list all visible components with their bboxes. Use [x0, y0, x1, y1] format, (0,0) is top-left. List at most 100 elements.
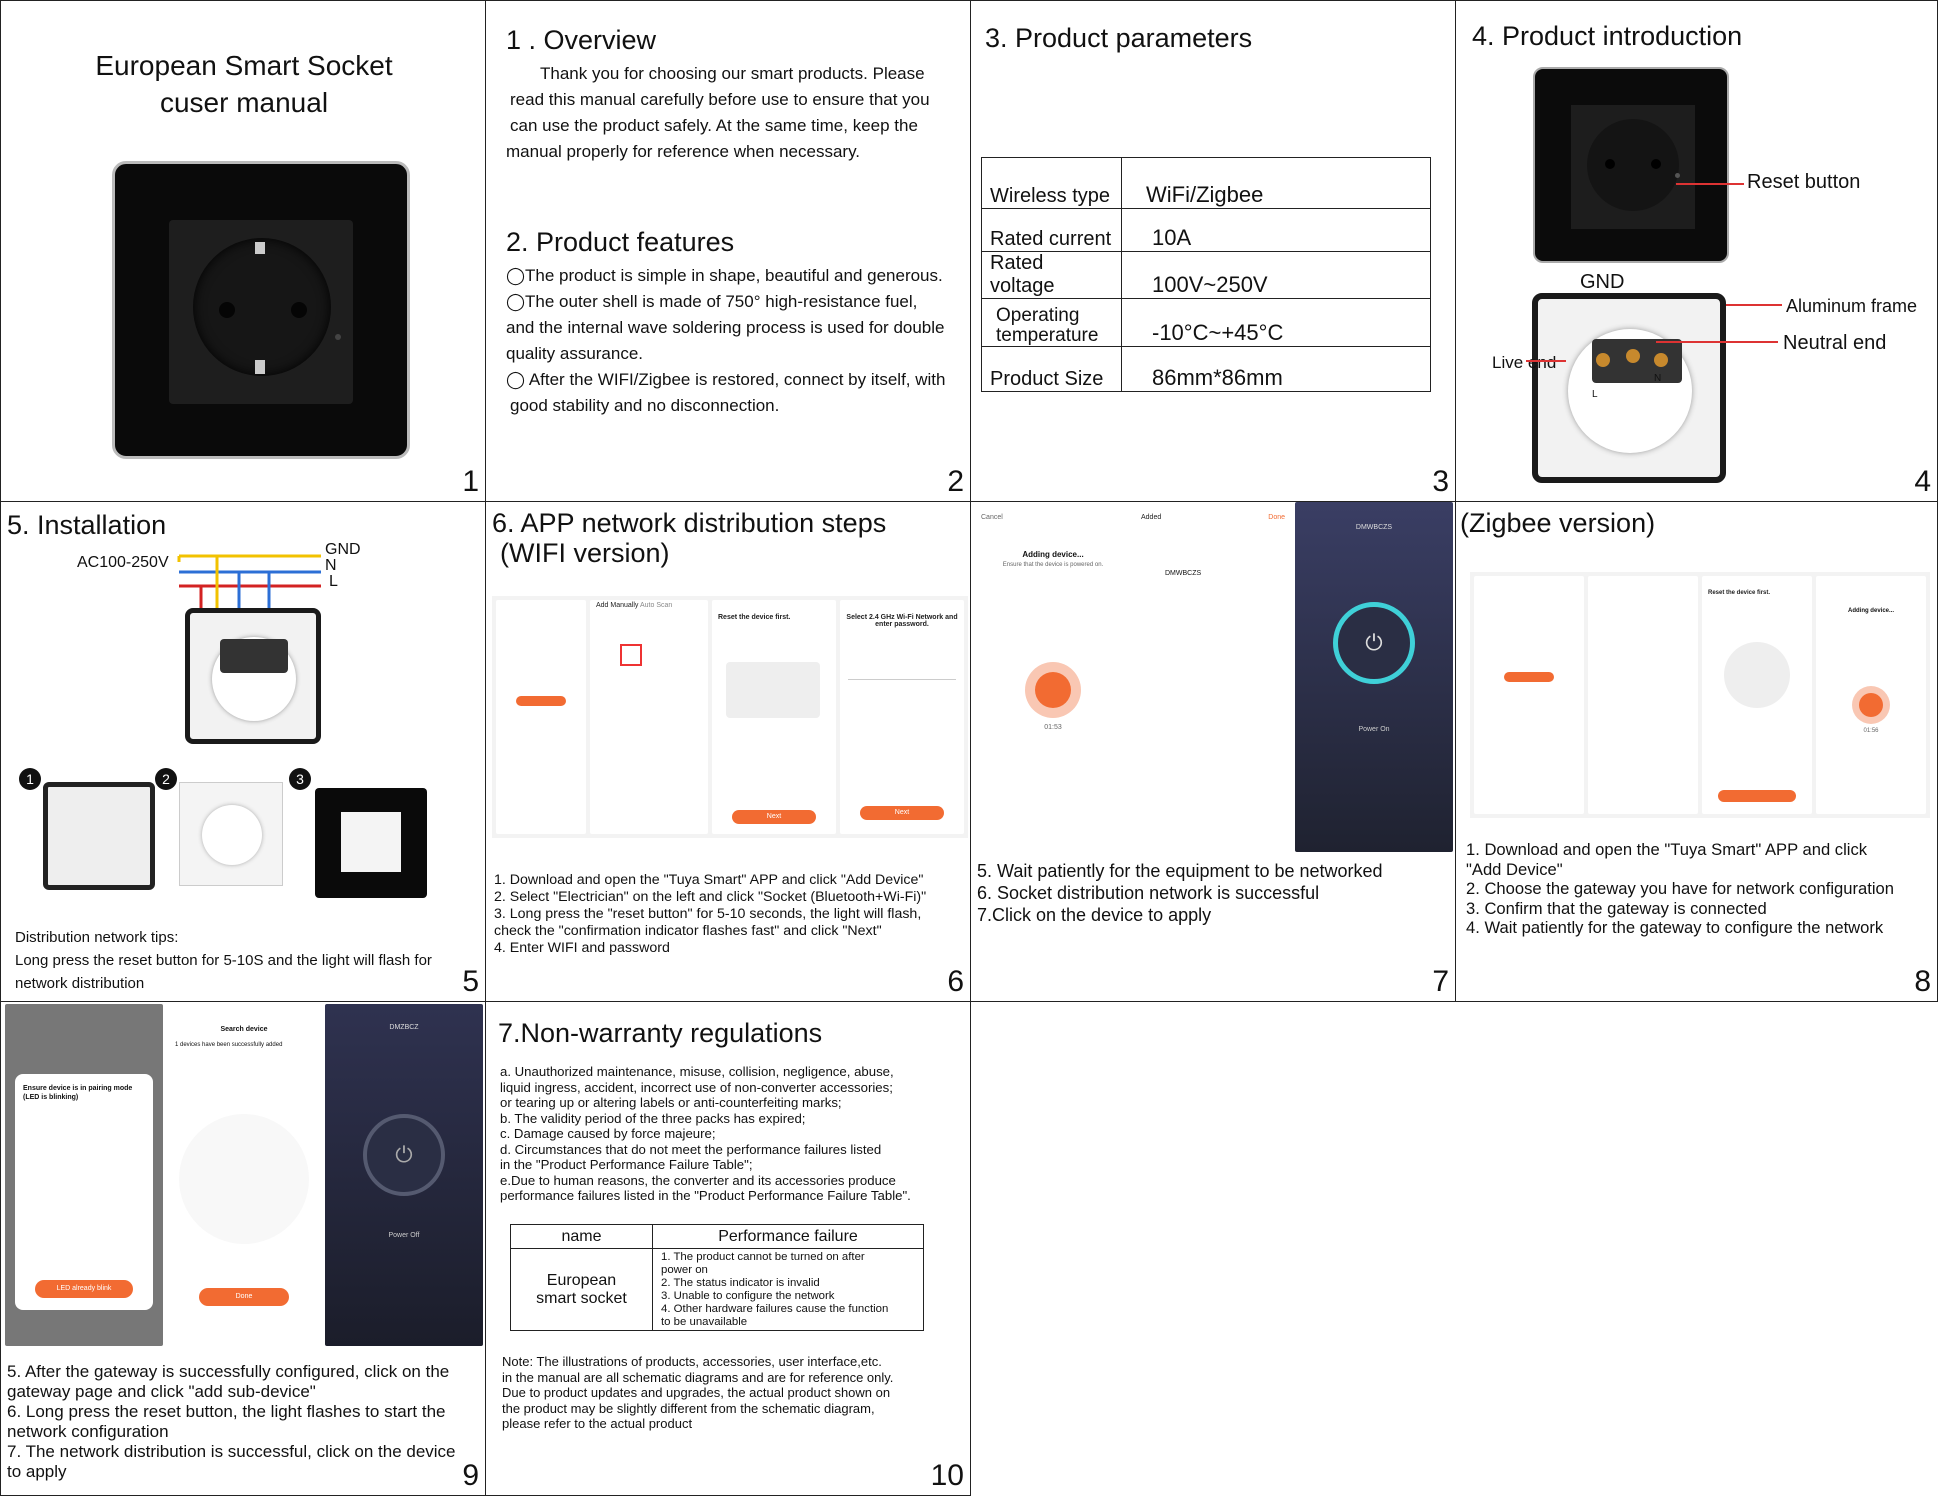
panel-wifi-finish: Cancel Adding device... Ensure that the …	[970, 501, 1456, 1002]
parameters-title: 3. Product parameters	[985, 23, 1253, 53]
panel-installation: 5. Installation AC100-250V GND N L 1 2 3…	[0, 501, 486, 1002]
phone-pairing-mode: Ensure device is in pairing mode (LED is…	[5, 1004, 163, 1346]
neutral-end-label: Neutral end	[1783, 332, 1887, 354]
phone-search: Search device 1 devices have been succes…	[165, 1004, 323, 1346]
pairing-dialog: Ensure device is in pairing mode (LED is…	[15, 1074, 153, 1310]
socket-front-photo	[1533, 67, 1729, 263]
installation-title: 5. Installation	[7, 510, 167, 540]
panel-zigbee-steps: (Zigbee version) Reset the device first.…	[1455, 501, 1938, 1002]
circle-bullet-icon: ◯	[506, 370, 526, 389]
phone-reset: Reset the device first. Next	[712, 600, 836, 834]
power-button[interactable]: ⏻	[363, 1114, 445, 1196]
page-number: 9	[462, 1459, 479, 1492]
tips-text: Distribution network tips: Long press th…	[15, 929, 432, 992]
page-number: 6	[947, 965, 964, 998]
page-number: 4	[1914, 465, 1931, 498]
page-number: 7	[1432, 965, 1449, 998]
app-screenshots-zigbee: Reset the device first. Adding device...…	[1470, 572, 1930, 818]
phone-category: Add Manually Auto Scan	[590, 600, 708, 834]
step-photos: 1 2 3	[19, 752, 439, 898]
app-screenshots-subdevice: Ensure device is in pairing mode (LED is…	[5, 1004, 483, 1346]
overview-title: 1 . Overview	[506, 25, 657, 55]
introduction-title: 4. Product introduction	[1472, 21, 1743, 51]
features-text: ◯The product is simple in shape, beautif…	[506, 266, 946, 415]
wifi-steps-list: 1. Download and open the "Tuya Smart" AP…	[494, 872, 927, 956]
page-number: 5	[462, 965, 479, 998]
table-row: European smart socket 1. The product can…	[510, 1248, 924, 1331]
phone-wifi: Select 2.4 GHz Wi-Fi Network and enter p…	[840, 600, 964, 834]
phone-home	[1474, 576, 1584, 814]
panel-overview: 1 . Overview Thank you for choosing our …	[485, 0, 971, 502]
wire-l-label: L	[329, 573, 338, 590]
add-device-button[interactable]	[1504, 672, 1554, 682]
zigbee-title: (Zigbee version)	[1460, 508, 1656, 538]
app-screenshots-wifi: Add Manually Auto Scan Reset the device …	[492, 596, 968, 838]
phone-power-on: DMWBCZS ⏻ Power On	[1295, 502, 1453, 852]
phone-home	[496, 600, 586, 834]
page-number: 8	[1914, 965, 1931, 998]
warranty-text: a. Unauthorized maintenance, misuse, col…	[500, 1064, 911, 1203]
page-number: 3	[1432, 465, 1449, 498]
led-blink-button[interactable]: LED already blink	[35, 1280, 133, 1298]
power-icon: ⏻	[1365, 630, 1383, 655]
panel-warranty: 7.Non-warranty regulations a. Unauthoriz…	[485, 1001, 971, 1496]
socket-back-photo: L N	[1532, 293, 1726, 483]
panel-cover: European Smart Socket cuser manual 1	[0, 0, 486, 502]
subdevice-steps-list: 5. After the gateway is successfully con…	[7, 1362, 456, 1481]
cover-title: European Smart Socket cuser manual	[95, 50, 393, 118]
page-number: 2	[947, 465, 964, 498]
circle-bullet-icon: ◯	[506, 266, 526, 285]
step-photo-back	[43, 782, 155, 890]
table-row: Operating temperature-10°C~+45°C	[981, 298, 1431, 347]
circle-bullet-icon: ◯	[506, 292, 526, 311]
table-row: name Performance failure	[510, 1224, 924, 1249]
pointer-line	[1676, 183, 1744, 185]
wire-n-label: N	[325, 557, 337, 574]
warranty-title: 7.Non-warranty regulations	[498, 1018, 823, 1048]
next-button[interactable]: Next	[860, 806, 944, 820]
progress-ring	[1852, 686, 1890, 724]
features-title: 2. Product features	[506, 227, 735, 257]
finish-steps-list: 5. Wait patiently for the equipment to b…	[977, 861, 1383, 925]
power-icon: ⏻	[395, 1142, 413, 1167]
step-photo-white	[179, 782, 283, 886]
phone-adding: Adding device... 01:56	[1816, 576, 1926, 814]
reset-button-label: Reset button	[1747, 171, 1861, 193]
done-button[interactable]: Done	[199, 1288, 289, 1306]
wifi-steps-title: 6. APP network distribution steps (WIFI …	[492, 508, 887, 568]
page-number: 1	[462, 465, 479, 498]
phone-reset: Reset the device first.	[1702, 576, 1812, 814]
phone-category	[1588, 576, 1698, 814]
step-badge: 3	[289, 768, 311, 790]
failure-table: name Performance failure European smart …	[510, 1224, 924, 1331]
socket-photo-black	[112, 161, 410, 459]
power-button[interactable]: ⏻	[1333, 602, 1415, 684]
pointer-line	[1726, 304, 1782, 306]
phone-adding: Cancel Adding device... Ensure that the …	[975, 502, 1131, 852]
aluminum-frame-label: Aluminum frame	[1786, 296, 1918, 316]
overview-text: Thank you for choosing our smart product…	[506, 64, 930, 161]
panel-wifi-steps: 6. APP network distribution steps (WIFI …	[485, 501, 971, 1002]
socket-back-wiring	[185, 608, 321, 744]
app-screenshots-finish: Cancel Adding device... Ensure that the …	[975, 502, 1453, 852]
next-button[interactable]: Next	[732, 810, 816, 824]
pointer-line	[1656, 341, 1778, 343]
page-number: 10	[930, 1459, 964, 1492]
step-badge: 1	[19, 768, 41, 790]
add-device-button[interactable]	[516, 696, 566, 706]
panel-introduction: 4. Product introduction Reset button L N…	[1455, 0, 1938, 502]
note-text: Note: The illustrations of products, acc…	[502, 1354, 894, 1431]
pointer-line	[1526, 360, 1566, 362]
gnd-label: GND	[1580, 271, 1625, 293]
step-badge: 2	[155, 768, 177, 790]
step-photo-black	[315, 788, 427, 898]
next-button[interactable]	[1718, 790, 1796, 802]
